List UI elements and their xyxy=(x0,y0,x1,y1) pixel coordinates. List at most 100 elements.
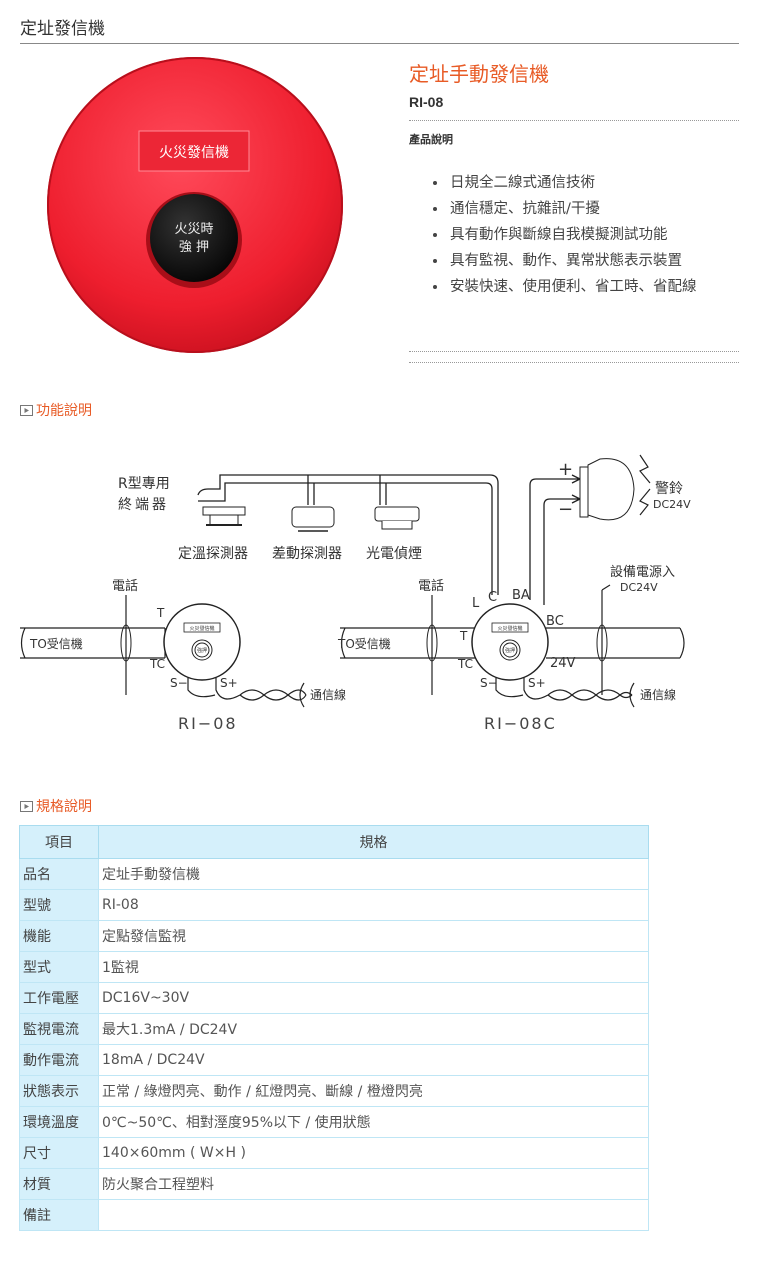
spec-key: 狀態表示 xyxy=(19,1075,99,1107)
feature-item: 日規全二線式通信技術 xyxy=(448,170,697,196)
spec-value: 定址手動發信機 xyxy=(98,858,649,890)
plate-text: 火災發信機 xyxy=(159,145,229,161)
terminal-sminus-a: S− xyxy=(170,676,188,690)
function-section-title: 功能說明 xyxy=(20,400,92,420)
spec-value: 18mA / DC24V xyxy=(98,1044,649,1076)
terminal-t-a: T xyxy=(156,606,165,620)
mini-plate-a: 火災發信機 xyxy=(189,625,214,632)
terminal-c: C xyxy=(488,590,497,605)
terminal-tc-a: TC xyxy=(149,657,165,671)
equip-power-label: 設備電源入 xyxy=(610,564,675,580)
spec-value: RI-08 xyxy=(98,889,649,921)
ri08-device-icon: 火災發信機 強押 xyxy=(163,603,241,681)
product-image: 火災發信機 火災時 強 押 xyxy=(47,57,343,353)
detector-label-rate: 差動探測器 xyxy=(272,546,342,562)
spec-key: 型式 xyxy=(19,951,99,983)
spec-value: 最大1.3mA / DC24V xyxy=(98,1013,649,1045)
table-header-row: 項目 規格 xyxy=(19,825,649,859)
product-name: 定址手動發信機 xyxy=(409,62,549,86)
phone-label-b: 電話 xyxy=(418,578,444,594)
voltage-24v: 24V xyxy=(550,656,576,671)
spec-key: 型號 xyxy=(19,889,99,921)
terminal-l: L xyxy=(472,596,480,611)
dotted-divider xyxy=(409,362,739,363)
detector-label-smoke: 光電偵煙 xyxy=(366,546,422,562)
bell-plus: + xyxy=(558,459,573,480)
spec-value xyxy=(98,1199,649,1231)
spec-value: 正常 / 綠燈閃亮、動作 / 紅燈閃亮、斷線 / 橙燈閃亮 xyxy=(98,1075,649,1107)
bell-voltage: DC24V xyxy=(653,498,691,511)
spec-key: 環境溫度 xyxy=(19,1106,99,1138)
mini-btn-b: 強押 xyxy=(505,647,515,654)
terminal-sminus-b: S− xyxy=(480,676,498,690)
model-label-b: RI−08C xyxy=(484,714,557,733)
phone-label-a: 電話 xyxy=(112,578,138,594)
terminal-splus-b: S+ xyxy=(528,676,546,690)
spec-key: 尺寸 xyxy=(19,1137,99,1169)
header-item: 項目 xyxy=(19,825,99,859)
spec-section-label: 規格說明 xyxy=(36,799,92,815)
heat-detector-icon xyxy=(291,506,335,532)
play-box-icon xyxy=(20,404,33,416)
button-text-2: 強 押 xyxy=(179,240,209,255)
header-spec: 規格 xyxy=(98,825,649,859)
spec-key: 監視電流 xyxy=(19,1013,99,1045)
wiring-diagram: R型專用 終端器 定溫探測器 差動探測器 光電偵煙 + − 警鈴 DC24V 電… xyxy=(20,454,691,733)
model-label-a: RI−08 xyxy=(178,714,238,733)
terminal-splus-a: S+ xyxy=(220,676,238,690)
spec-value: DC16V~30V xyxy=(98,982,649,1014)
table-row: 備註 xyxy=(19,1199,649,1231)
terminator-device xyxy=(202,506,246,526)
title-divider xyxy=(20,43,739,44)
function-section-label: 功能說明 xyxy=(36,403,92,419)
page-title: 定址發信機 xyxy=(20,19,105,39)
spec-key: 動作電流 xyxy=(19,1044,99,1076)
button-text-1: 火災時 xyxy=(174,222,213,237)
feature-item: 具有監視、動作、異常狀態表示裝置 xyxy=(448,248,697,274)
spec-section-title: 規格說明 xyxy=(20,796,92,816)
terminal-ba: BA xyxy=(512,588,530,603)
feature-item: 通信穩定、抗雜訊/干擾 xyxy=(448,196,697,222)
table-row: 狀態表示正常 / 綠燈閃亮、動作 / 紅燈閃亮、斷線 / 橙燈閃亮 xyxy=(19,1075,649,1107)
terminal-bc: BC xyxy=(546,614,564,629)
spec-key: 機能 xyxy=(19,920,99,952)
spec-value: 定點發信監視 xyxy=(98,920,649,952)
spec-key: 備註 xyxy=(19,1199,99,1231)
table-row: 機能定點發信監視 xyxy=(19,920,649,952)
terminal-t-b: T xyxy=(459,629,468,643)
terminator-label-2: 終端器 xyxy=(118,497,169,513)
dotted-divider xyxy=(409,351,739,352)
dotted-divider xyxy=(409,120,739,121)
spec-value: 防火聚合工程塑料 xyxy=(98,1168,649,1200)
to-receiver-a: TO受信機 xyxy=(29,636,83,651)
feature-list: 日規全二線式通信技術 通信穩定、抗雜訊/干擾 具有動作與斷線自我模擬測試功能 具… xyxy=(432,170,697,300)
mini-plate-b: 火災發信機 xyxy=(497,625,522,632)
description-heading: 產品說明 xyxy=(409,133,453,146)
table-row: 品名定址手動發信機 xyxy=(19,858,649,890)
equip-power-voltage: DC24V xyxy=(620,581,658,594)
spec-value: 1監視 xyxy=(98,951,649,983)
terminal-tc-b: TC xyxy=(457,657,473,671)
table-row: 監視電流最大1.3mA / DC24V xyxy=(19,1013,649,1045)
ri08c-device-icon: 火災發信機 強押 xyxy=(471,603,549,681)
mini-btn-a: 強押 xyxy=(197,647,207,654)
table-row: 材質防火聚合工程塑料 xyxy=(19,1168,649,1200)
bell-icon xyxy=(579,454,651,521)
bell-label: 警鈴 xyxy=(655,481,683,497)
spec-value: 0℃~50℃、相對溼度95%以下 / 使用狀態 xyxy=(98,1106,649,1138)
feature-item: 安裝快速、使用便利、省工時、省配線 xyxy=(448,274,697,300)
detector-label-heat: 定溫探測器 xyxy=(178,546,248,562)
spec-key: 材質 xyxy=(19,1168,99,1200)
comm-line-b: 通信線 xyxy=(640,687,676,702)
product-model: RI-08 xyxy=(409,94,444,110)
play-box-icon xyxy=(20,800,33,812)
to-receiver-b: TO受信機 xyxy=(337,636,391,651)
comm-line-a: 通信線 xyxy=(310,687,346,702)
bell-minus: − xyxy=(558,499,573,520)
